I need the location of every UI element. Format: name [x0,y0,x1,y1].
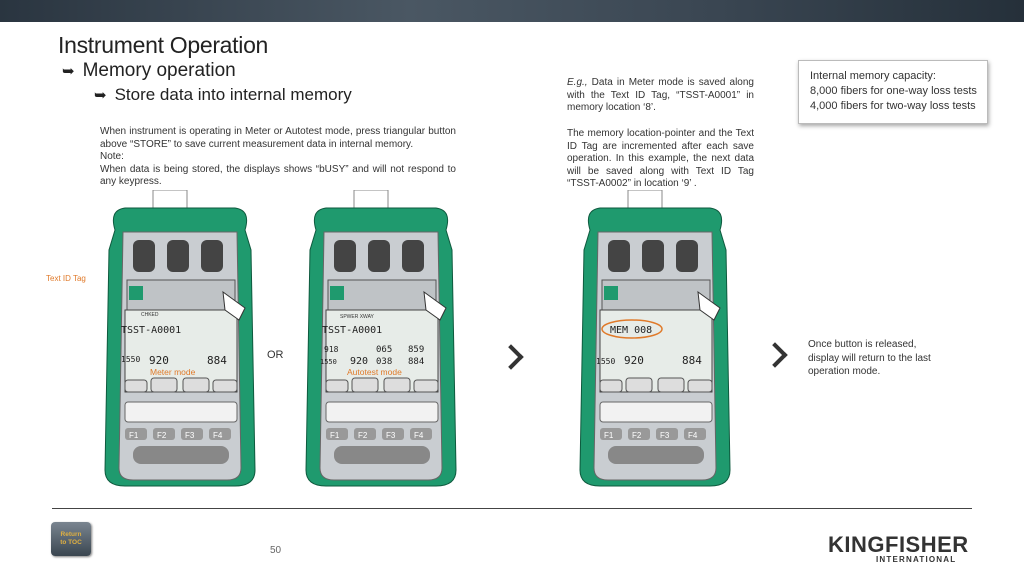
subsection-heading: ➥ Store data into internal memory [94,85,352,105]
reading-right: 884 [682,354,702,367]
pointing-hand-icon [423,290,447,321]
instructions-para: When instrument is operating in Meter or… [100,126,456,150]
logo-sub: INTERNATIONAL [876,555,957,564]
device-mem-display: MEM 008 1550 920 884 F1 F2 F3 F4 [579,190,731,487]
arrow-bullet-icon: ➥ [62,63,75,80]
chevron-right-icon [762,342,788,368]
small-reading: 1550 [596,357,615,366]
autotest-mode-label: Autotest mode [347,367,402,377]
small-reading: 1550 [121,355,140,364]
top-label-text: SPWER XWAY [340,314,375,320]
example-text: E.g., Data in Meter mode is saved along … [567,77,754,115]
section-heading-text: Memory operation [82,60,236,81]
f1-label: F1 [129,431,139,440]
capacity-line: 8,000 fibers for one-way loss tests [810,85,977,97]
note-label: Note: [100,151,124,163]
logo-word: KINGFISHER [828,532,969,557]
toc-line2: to TOC [60,539,82,546]
reading-left: 920 [149,354,169,367]
toc-line1: Return [60,531,82,538]
tag-text: TSST-A0001 [322,325,382,336]
row1-mid: 065 [376,345,392,355]
arrow-bullet-icon: ➥ [94,87,107,104]
reading-left: 920 [350,356,368,367]
f4-label: F4 [414,431,424,440]
eg-body: Data in Meter mode is saved along with t… [567,77,754,114]
f2-label: F2 [358,431,368,440]
f2-label: F2 [632,431,642,440]
return-to-toc-button[interactable]: Return to TOC [51,522,91,556]
top-banner [0,0,1024,22]
page-number: 50 [270,545,282,556]
chevron-right-icon [498,344,524,370]
f1-label: F1 [330,431,340,440]
eg-label: E.g., [567,77,588,88]
top-label-text: CHKED [141,312,159,318]
note-text: When data is being stored, the displays … [100,163,456,188]
device-autotest-mode: SPWER XWAY TSST-A0001 918 065 859 1550 9… [305,190,457,487]
pointer-text: The memory location-pointer and the Text… [567,128,754,190]
f4-label: F4 [213,431,223,440]
capacity-line: Internal memory capacity: [810,70,936,82]
capacity-line: 4,000 fibers for two-way loss tests [810,100,976,112]
pointing-hand-icon [222,290,246,321]
row2-mid: 038 [376,357,392,367]
instructions-text: When instrument is operating in Meter or… [100,126,456,189]
pointing-hand-icon [697,290,721,321]
reading-right: 884 [207,354,227,367]
section-heading: ➥ Memory operation [62,60,236,82]
capacity-box: Internal memory capacity: 8,000 fibers f… [798,60,988,124]
tag-text: TSST-A0001 [121,325,181,336]
small-reading: 1550 [320,358,337,366]
f2-label: F2 [157,431,167,440]
mem-text: MEM 008 [610,325,652,336]
or-label: OR [267,349,284,361]
device-meter-mode: CHKED TSST-A0001 1550 920 884 F1 F2 F3 F… [104,190,256,487]
f1-label: F1 [604,431,614,440]
page-title: Instrument Operation [58,32,269,58]
subsection-heading-text: Store data into internal memory [114,85,352,104]
f4-label: F4 [688,431,698,440]
footer-divider [52,508,972,509]
f3-label: F3 [185,431,195,440]
reading-right: 884 [408,357,424,367]
meter-mode-label: Meter mode [150,367,196,377]
row1-left: 918 [324,345,339,354]
reading-left: 920 [624,354,644,367]
f3-label: F3 [386,431,396,440]
kingfisher-logo: KINGFISHER INTERNATIONAL [828,522,973,564]
f3-label: F3 [660,431,670,440]
released-text: Once button is released, display will re… [808,339,931,377]
text-id-tag-label: Text ID Tag [46,274,86,283]
row1-right: 859 [408,345,424,355]
